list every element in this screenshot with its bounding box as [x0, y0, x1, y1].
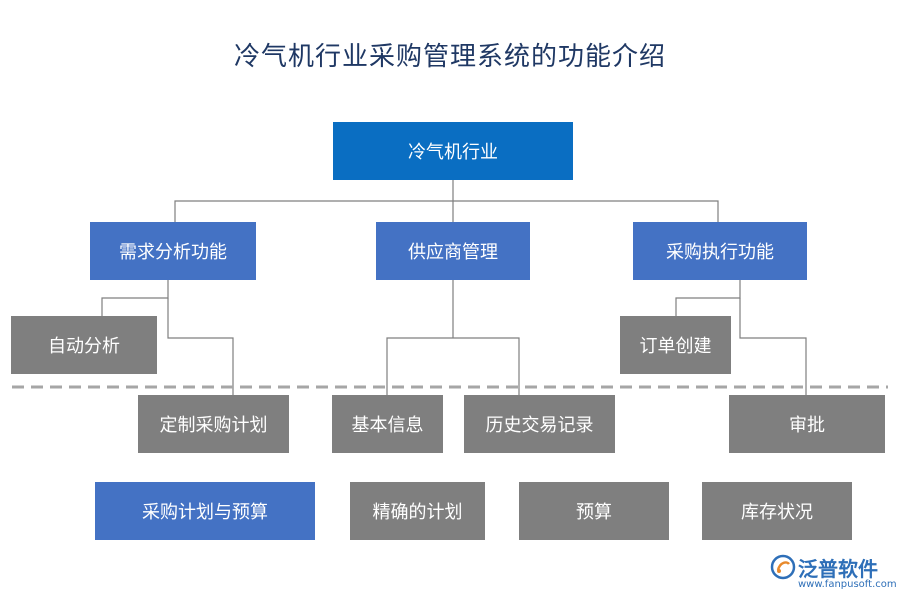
node-custom-purchase-plan: 定制采购计划: [138, 395, 289, 453]
brand-logo-url: www.fanpusoft.com: [798, 579, 897, 590]
node-demand-analysis: 需求分析功能: [90, 222, 256, 280]
node-order-creation: 订单创建: [620, 316, 731, 374]
node-approval-label: 审批: [789, 415, 825, 436]
node-purchase-execution: 采购执行功能: [633, 222, 807, 280]
brand-logo-name: 泛普软件: [798, 557, 878, 581]
fanpu-logo-icon: [770, 554, 796, 580]
connector-demand-plan: [167, 298, 234, 395]
node-basic-info: 基本信息: [332, 395, 443, 453]
connector-exec-order: [675, 280, 741, 316]
node-inventory-status-label: 库存状况: [741, 502, 813, 523]
node-order-creation-label: 订单创建: [639, 336, 712, 357]
node-custom-purchase-plan-label: 定制采购计划: [159, 415, 268, 436]
node-transaction-history: 历史交易记录: [464, 395, 615, 453]
connector-level1-bus: [174, 200, 719, 222]
node-auto-analysis: 自动分析: [11, 316, 157, 374]
connector-supplier-bus: [386, 337, 520, 395]
node-root-label: 冷气机行业: [408, 142, 498, 163]
node-supplier-management-label: 供应商管理: [408, 242, 498, 263]
node-supplier-management: 供应商管理: [376, 222, 530, 280]
node-approval: 审批: [729, 395, 885, 453]
node-plan-and-budget-label: 采购计划与预算: [142, 502, 268, 523]
connector-exec-approve: [739, 298, 807, 395]
node-budget-label: 预算: [576, 502, 612, 523]
brand-logo: 泛普软件 www.fanpusoft.com: [770, 553, 897, 593]
page-title: 冷气机行业采购管理系统的功能介绍: [233, 42, 666, 72]
node-precise-plan-label: 精确的计划: [372, 502, 463, 523]
node-budget: 预算: [519, 482, 669, 540]
node-purchase-execution-label: 采购执行功能: [666, 242, 774, 263]
connector-demand-auto: [101, 280, 169, 316]
node-demand-analysis-label: 需求分析功能: [119, 242, 227, 263]
node-basic-info-label: 基本信息: [351, 415, 424, 436]
node-precise-plan: 精确的计划: [350, 482, 485, 540]
node-plan-and-budget: 采购计划与预算: [95, 482, 315, 540]
node-inventory-status: 库存状况: [702, 482, 852, 540]
node-transaction-history-label: 历史交易记录: [485, 415, 594, 436]
node-auto-analysis-label: 自动分析: [48, 336, 120, 357]
node-root: 冷气机行业: [333, 122, 573, 180]
